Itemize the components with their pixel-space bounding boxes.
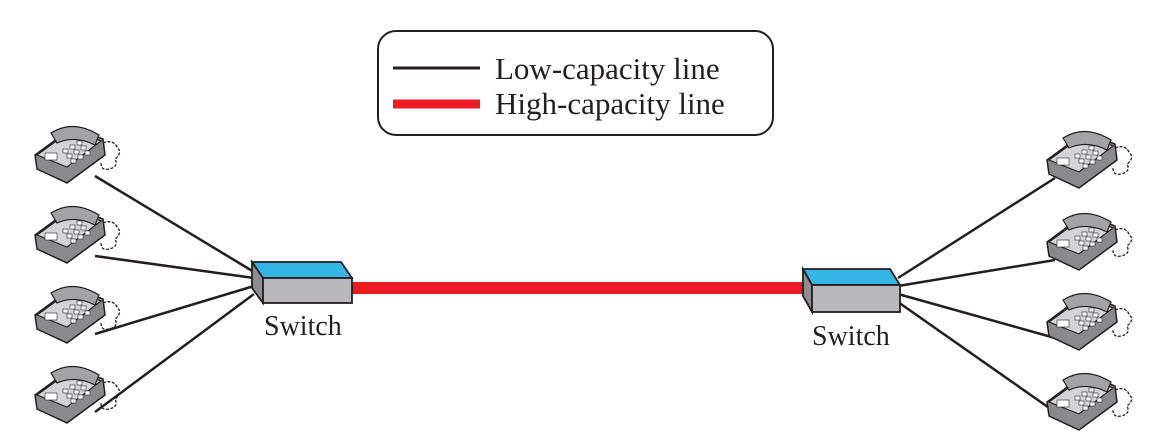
telephone-icon	[34, 205, 121, 264]
low-capacity-line	[897, 300, 1056, 414]
left-low-capacity-lines	[94, 174, 255, 414]
legend-high-capacity-label: High-capacity line	[495, 86, 725, 121]
left-switch-label: Switch	[264, 311, 342, 342]
low-capacity-line	[94, 292, 255, 414]
right-low-capacity-lines	[897, 176, 1056, 414]
low-capacity-line	[897, 292, 1056, 340]
legend-box	[377, 30, 774, 136]
low-capacity-line	[94, 174, 255, 274]
telephone-icon	[34, 285, 121, 344]
legend: Low-capacity line High-capacity line	[377, 30, 774, 136]
telephone-icon	[34, 125, 121, 184]
telephone-icon	[1046, 130, 1133, 189]
telephone-icon	[1046, 292, 1133, 351]
right-switch: Switch	[801, 265, 902, 352]
telephone-icon	[1046, 212, 1133, 271]
telephone-icon	[1046, 372, 1133, 431]
telephone-icon	[34, 365, 121, 424]
right-switch-label: Switch	[812, 321, 890, 352]
low-capacity-line	[94, 254, 255, 280]
low-capacity-line	[897, 176, 1056, 280]
low-capacity-line	[94, 284, 255, 336]
low-capacity-line	[897, 258, 1056, 288]
left-switch: Switch	[250, 259, 354, 342]
legend-low-capacity-label: Low-capacity line	[495, 51, 720, 86]
